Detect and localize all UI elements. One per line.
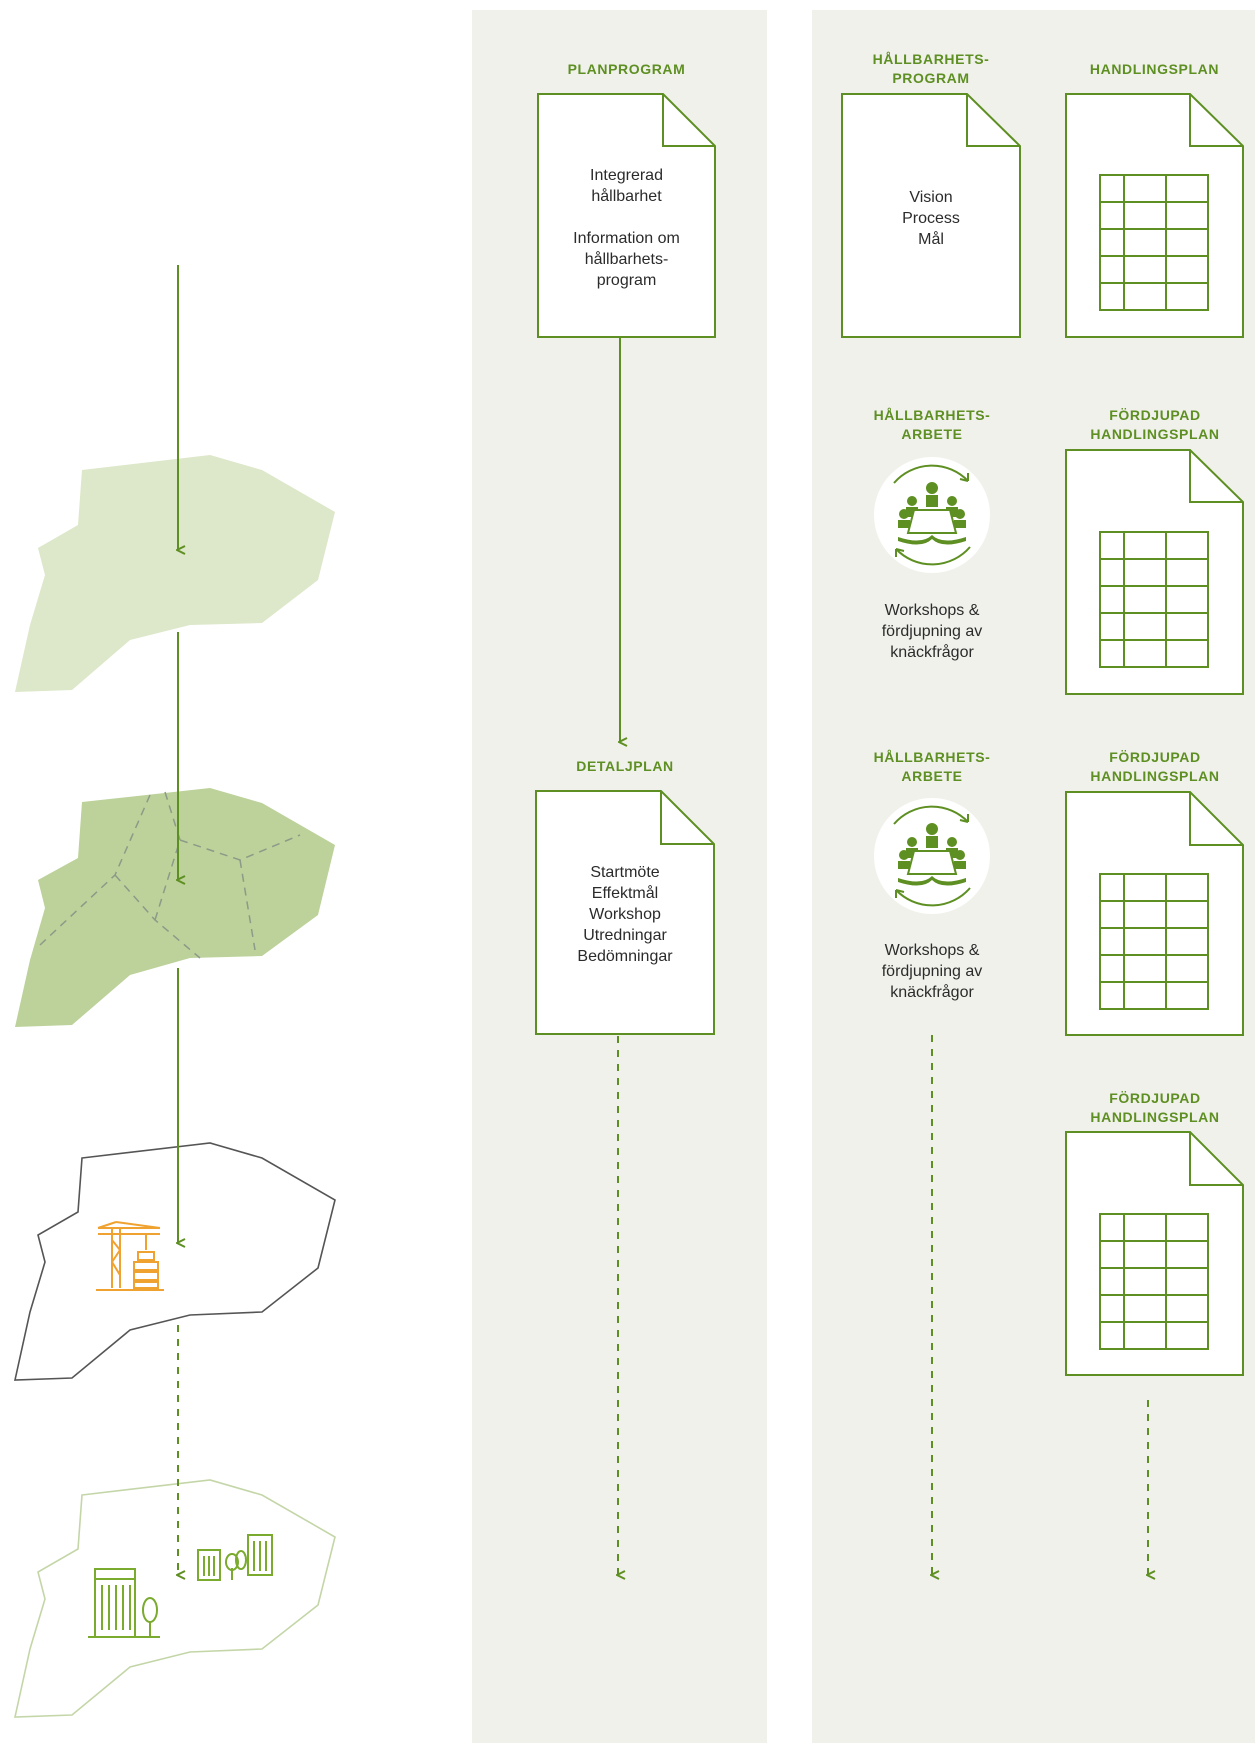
hallbarhetsprogram-text: Vision Process Mål [842, 187, 1020, 250]
hallbarhetsarbete-heading-2: HÅLLBARHETS- ARBETE [842, 748, 1022, 786]
planprogram-line: hållbarhet [591, 188, 662, 205]
heading-line: HANDLINGSPLAN [1090, 768, 1220, 784]
table-document-icon [1099, 174, 1209, 311]
people-meeting-icon [874, 798, 990, 914]
arbete-line: knäckfrågor [890, 984, 974, 1001]
heading-line: FÖRDJUPAD [1109, 1090, 1201, 1106]
heading-line: FÖRDJUPAD [1109, 749, 1201, 765]
detaljplan-text: Startmöte Effektmål Workshop Utredningar… [536, 862, 714, 967]
planprogram-line: Integrerad [590, 167, 663, 184]
planprogram-text: Integrerad hållbarhet Information om hål… [538, 165, 715, 291]
handlingsplan-heading: HANDLINGSPLAN [1089, 61, 1220, 77]
plot-subdivisions [39, 791, 301, 959]
fordjupad-handlingsplan-heading-3: FÖRDJUPAD HANDLINGSPLAN [1060, 1089, 1250, 1127]
hallbarhetsprogram-heading: HÅLLBARHETS- PROGRAM [842, 50, 1020, 88]
arbete-line: Workshops & [884, 942, 980, 959]
heading-line: HÅLLBARHETS- [872, 51, 990, 67]
hallbarhetsprogram-line: Vision [909, 189, 953, 206]
table-document-icon [1099, 1213, 1209, 1350]
hallbarhetsprogram-document [841, 93, 1021, 338]
hallbarhetsprogram-line: Mål [918, 231, 944, 248]
area-stage-4 [13, 1479, 336, 1718]
detaljplan-line: Utredningar [583, 927, 667, 944]
fordjupad-handlingsplan-heading-2: FÖRDJUPAD HANDLINGSPLAN [1060, 748, 1250, 786]
area-stage-2 [15, 788, 335, 1027]
hallbarhetsprogram-line: Process [902, 210, 960, 227]
heading-line: HANDLINGSPLAN [1090, 426, 1220, 442]
planprogram-line: hållbarhets- [584, 251, 669, 268]
fordjupad-handlingsplan-document-2 [1065, 791, 1244, 1036]
heading-line: HÅLLBARHETS- [873, 407, 991, 423]
fordjupad-handlingsplan-heading-1: FÖRDJUPAD HANDLINGSPLAN [1060, 406, 1250, 444]
construction-crane-icon [96, 1221, 164, 1291]
heading-line: HANDLINGSPLAN [1090, 1109, 1220, 1125]
handlingsplan-document [1065, 93, 1244, 338]
hallbarhetsarbete-heading-1: HÅLLBARHETS- ARBETE [842, 406, 1022, 444]
table-document-icon [1099, 873, 1209, 1010]
spacer [538, 207, 715, 228]
detaljplan-line: Startmöte [590, 864, 660, 881]
detaljplan-line: Bedömningar [577, 948, 673, 965]
people-meeting-icon [874, 457, 990, 573]
detaljplan-heading: DETALJPLAN [576, 758, 674, 774]
arbete-line: fördjupning av [881, 963, 983, 980]
detaljplan-line: Workshop [589, 906, 661, 923]
planprogram-line: program [596, 272, 657, 289]
detaljplan-document [535, 790, 715, 1035]
heading-line: FÖRDJUPAD [1109, 407, 1201, 423]
planprogram-heading: PLANPROGRAM [567, 61, 686, 77]
detaljplan-line: Effektmål [591, 885, 659, 902]
fordjupad-handlingsplan-document-3 [1065, 1131, 1244, 1376]
heading-line: HÅLLBARHETS- [873, 749, 991, 765]
heading-line: ARBETE [901, 768, 963, 784]
heading-line: ARBETE [901, 426, 963, 442]
arbete-line: Workshops & [884, 602, 980, 619]
arbete-line: knäckfrågor [890, 644, 974, 661]
fordjupad-handlingsplan-document-1 [1065, 449, 1244, 695]
planprogram-line: Information om [573, 230, 680, 247]
arbete-line: fördjupning av [881, 623, 983, 640]
buildings-icon [88, 1534, 273, 1638]
heading-line: PROGRAM [892, 70, 970, 86]
table-document-icon [1099, 531, 1209, 668]
planprogram-document [537, 93, 716, 338]
area-stage-3 [13, 1142, 336, 1381]
area-stage-1 [15, 455, 335, 692]
hallbarhetsarbete-text-2: Workshops & fördjupning av knäckfrågor [842, 940, 1022, 1003]
hallbarhetsarbete-text-1: Workshops & fördjupning av knäckfrågor [842, 600, 1022, 663]
